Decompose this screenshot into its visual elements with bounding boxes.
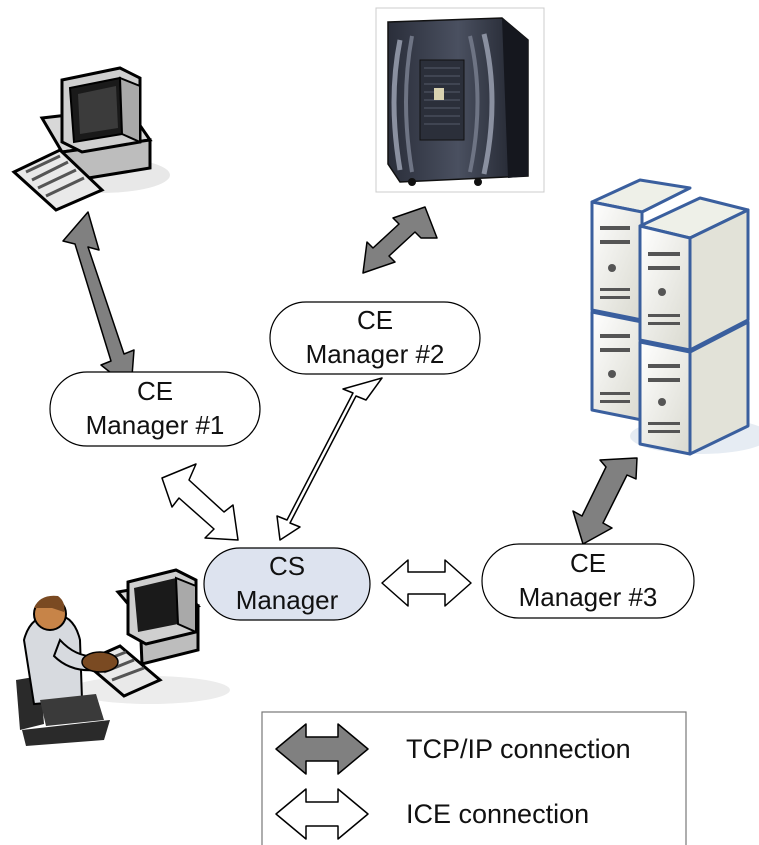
cs-manager-line1: CS <box>269 551 305 581</box>
ce-manager-3-node: CE Manager #3 <box>481 543 695 619</box>
ce-manager-1-node: CE Manager #1 <box>49 371 261 447</box>
cs-manager-line2: Manager <box>236 585 339 615</box>
ce-manager-2-line1: CE <box>357 305 393 335</box>
cs-manager-node: CS Manager <box>203 547 371 621</box>
ce-manager-2-node: CE Manager #2 <box>269 301 481 375</box>
operator-workstation-icon <box>16 568 230 746</box>
server-rack-icon <box>590 178 759 456</box>
ce-manager-2-line2: Manager #2 <box>306 339 445 369</box>
ce-manager-3-line2: Manager #3 <box>519 582 658 612</box>
ice-arrow-cs-ce1 <box>161 463 239 541</box>
legend-tcp-arrow-icon <box>275 723 369 775</box>
legend: TCP/IP connection ICE connection <box>261 711 687 845</box>
ice-arrow-cs-ce3 <box>381 559 472 607</box>
legend-tcp-label: TCP/IP connection <box>406 734 631 764</box>
ce-manager-1-line1: CE <box>137 376 173 406</box>
ce-manager-1-line2: Manager #1 <box>86 410 225 440</box>
tcp-arrow-server-ce3 <box>572 457 638 545</box>
cluster-computer-icon <box>375 7 545 193</box>
tcp-arrow-computer-ce1 <box>62 211 135 390</box>
legend-ice-arrow-icon <box>275 788 369 840</box>
ce-manager-3-line1: CE <box>570 548 606 578</box>
tcp-arrow-cluster-ce2 <box>362 206 438 274</box>
legend-ice-label: ICE connection <box>406 799 589 829</box>
desktop-computer-icon <box>11 66 170 212</box>
ice-arrow-cs-ce2 <box>276 377 383 541</box>
